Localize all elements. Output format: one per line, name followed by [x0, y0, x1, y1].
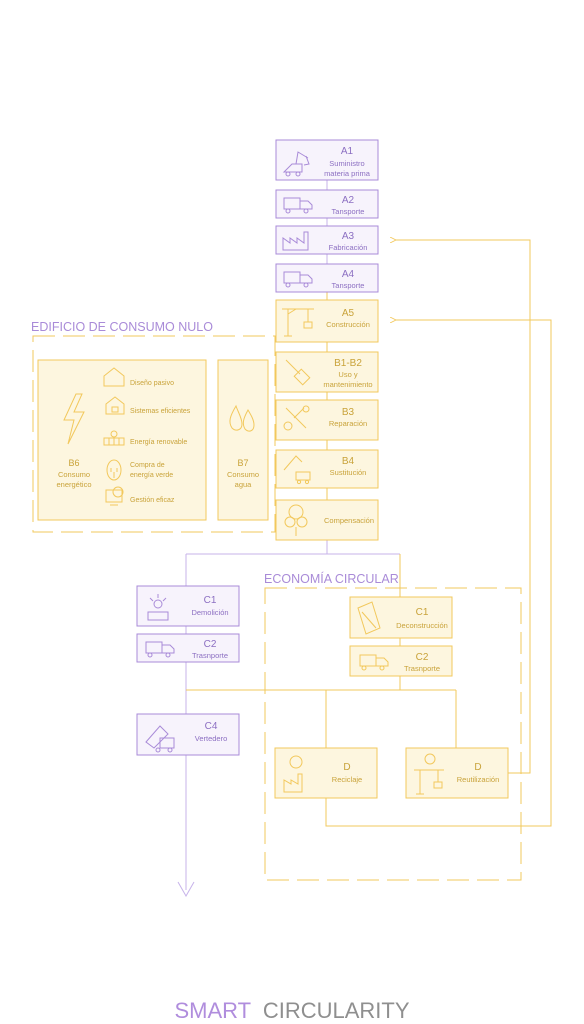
stage-a1: A1 Suministro materia prima	[275, 139, 379, 181]
c2-transport-label: Trasnporte	[192, 651, 228, 660]
a3-code: A3	[342, 231, 355, 242]
truck-icon	[283, 271, 313, 288]
truck-icon	[359, 654, 389, 671]
truck-icon	[145, 641, 175, 658]
monitor-icon	[105, 486, 124, 506]
measure-management: Gestión eficaz	[130, 497, 175, 504]
nzeb-container	[32, 335, 276, 533]
solar-panel-icon	[103, 430, 125, 446]
stage-c4-landfill: C4 Vertedero	[136, 713, 240, 756]
measure-efficient: Sistemas eficientes	[130, 408, 191, 415]
stage-b6: B6 Consumo energético Diseño pasivo Sist…	[37, 359, 207, 521]
c1-deconstruction-label: Deconstrucción	[396, 621, 448, 630]
a2-code: A2	[342, 195, 355, 206]
a5-code: A5	[342, 308, 355, 319]
brush-icon	[285, 359, 311, 386]
d-reuse-label: Reutilización	[457, 775, 500, 784]
replace-icon	[283, 455, 311, 485]
footer-smart: SMART	[174, 998, 250, 1023]
house-icon	[103, 367, 125, 387]
stage-b4: B4 Sustitución	[275, 449, 379, 489]
b7-code: B7	[237, 458, 248, 468]
stage-a2: A2 Tansporte	[275, 189, 379, 219]
efficient-house-icon	[105, 396, 125, 415]
c2-transport-code: C2	[204, 639, 217, 650]
dump-truck-icon	[145, 725, 175, 753]
b4-code: B4	[342, 456, 355, 467]
d-reuse-code: D	[474, 762, 481, 773]
b1b2-code: B1-B2	[334, 358, 362, 369]
reuse-crane-icon	[414, 753, 444, 795]
factory-icon	[282, 231, 309, 251]
b1b2-label-1: Uso y	[338, 370, 357, 379]
b1b2-label-2: mantenimiento	[323, 380, 372, 389]
connectors	[177, 180, 552, 898]
water-drops-icon	[229, 404, 255, 432]
measure-passive: Diseño pasivo	[130, 380, 174, 387]
a2-label: Tansporte	[332, 207, 365, 216]
c4-code: C4	[205, 721, 218, 732]
circular-container	[264, 587, 522, 881]
stage-c2-transport: C2 Trasnporte	[136, 633, 240, 663]
tree-icon	[284, 504, 308, 536]
stage-c1-deconstruction: C1 Deconstrucción	[349, 596, 453, 639]
c2-circular-label: Trasnporte	[404, 664, 440, 673]
d-recycling-code: D	[343, 762, 350, 773]
compensation-label: Compensación	[324, 516, 374, 525]
c1-demolition-code: C1	[204, 595, 217, 606]
b6-code: B6	[68, 458, 79, 468]
c2-circular-code: C2	[416, 652, 429, 663]
truck-icon	[283, 197, 313, 214]
measure-renewable: Energía renovable	[130, 439, 187, 446]
footer-title: SMART CIRCULARITY	[174, 998, 409, 1023]
stage-c1-demolition: C1 Demolición	[136, 585, 240, 627]
recycle-factory-icon	[283, 755, 303, 793]
a4-code: A4	[342, 269, 355, 280]
b7-label-2: agua	[235, 480, 253, 489]
tools-icon	[283, 405, 310, 431]
d-recycling-label: Reciclaje	[332, 775, 362, 784]
measure-green-1: Compra de	[130, 462, 165, 469]
stage-compensation: Compensación	[275, 499, 379, 541]
stage-a5: A5 Construcción	[275, 299, 379, 343]
stage-c2-circular-transport: C2 Trasnporte	[349, 645, 453, 677]
b4-label: Sustitución	[330, 468, 367, 477]
b6-label-1: Consumo	[58, 470, 90, 479]
a1-label-2: materia prima	[324, 169, 371, 178]
green-plug-icon	[106, 459, 122, 481]
stage-d-reuse: D Reutilización	[405, 747, 509, 799]
b3-code: B3	[342, 407, 355, 418]
nzeb-title: EDIFICIO DE CONSUMO NULO	[31, 320, 213, 334]
stage-a4: A4 Tansporte	[275, 263, 379, 293]
stage-b3: B3 Reparación	[275, 399, 379, 441]
a5-label: Construcción	[326, 320, 370, 329]
a4-label: Tansporte	[332, 281, 365, 290]
a1-code: A1	[341, 146, 354, 157]
c1-deconstruction-code: C1	[416, 607, 429, 618]
demolition-icon	[147, 594, 169, 621]
circular-title: ECONOMÍA CIRCULAR	[264, 571, 399, 586]
measure-green-2: energía verde	[130, 472, 173, 479]
a1-label-1: Suministro	[329, 159, 364, 168]
crane-icon	[282, 308, 314, 337]
a3-label: Fabricación	[329, 243, 368, 252]
c4-label: Vertedero	[195, 734, 228, 743]
lightning-icon	[63, 393, 85, 445]
stage-a3: A3 Fabricación	[275, 225, 379, 255]
stage-d-recycling: D Reciclaje	[274, 747, 378, 799]
stage-b7: B7 Consumo agua	[217, 359, 269, 521]
stage-b1b2: B1-B2 Uso y mantenimiento	[275, 351, 379, 393]
b3-label: Reparación	[329, 419, 367, 428]
b6-label-2: energético	[56, 480, 91, 489]
footer-circularity: CIRCULARITY	[263, 998, 410, 1023]
c1-demolition-label: Demolición	[191, 608, 228, 617]
excavator-icon	[282, 151, 310, 177]
deconstruction-icon	[357, 601, 381, 635]
b7-label-1: Consumo	[227, 470, 259, 479]
